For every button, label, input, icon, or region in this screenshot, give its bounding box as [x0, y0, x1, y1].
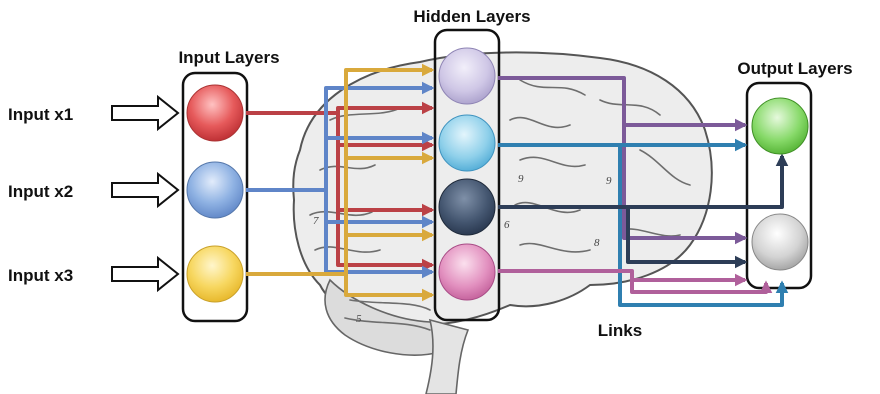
hidden-node-2: [439, 115, 495, 171]
input-label-x2: Input x2: [8, 182, 73, 201]
hidden-node-4: [439, 244, 495, 300]
input-label-x3: Input x3: [8, 266, 73, 285]
input-arrow-x3: [112, 258, 178, 290]
input-node-x1: [187, 85, 243, 141]
hidden-node-1: [439, 48, 495, 104]
hidden-node-3: [439, 179, 495, 235]
input-node-x3: [187, 246, 243, 302]
brain-marking: 9: [606, 175, 612, 187]
input-layers-title: Input Layers: [178, 48, 279, 67]
brain-marking: 6: [504, 219, 510, 231]
brain-marking: 8: [594, 237, 600, 249]
hidden-layers-title: Hidden Layers: [413, 7, 530, 26]
brain-marking: 9: [518, 173, 524, 185]
output-node-1: [752, 98, 808, 154]
brain-stem: [426, 320, 468, 394]
input-label-x1: Input x1: [8, 105, 73, 124]
output-layers-title: Output Layers: [737, 59, 852, 78]
brain-marking: 5: [356, 313, 362, 325]
input-arrow-x1: [112, 97, 178, 129]
input-node-x2: [187, 162, 243, 218]
brain-marking: 7: [313, 215, 319, 227]
links-label: Links: [598, 321, 642, 340]
output-node-2: [752, 214, 808, 270]
input-arrow-x2: [112, 174, 178, 206]
brain-outline: [293, 52, 712, 324]
